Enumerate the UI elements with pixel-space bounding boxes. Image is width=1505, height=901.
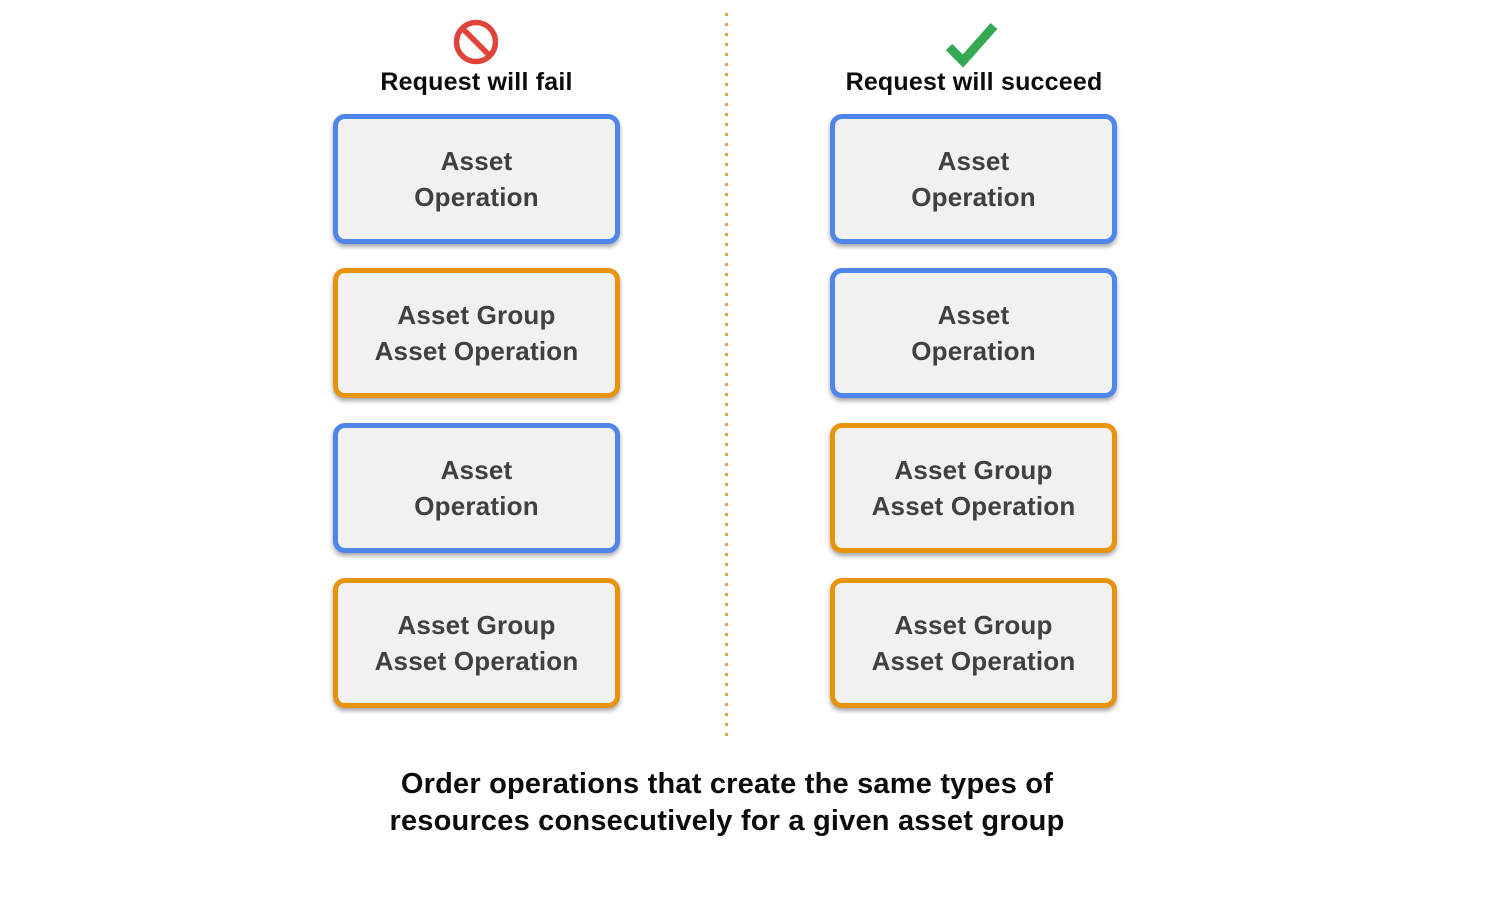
check-icon: [942, 20, 1000, 68]
succeed-box-asset-group-asset-operation-2: Asset Group Asset Operation: [830, 578, 1117, 708]
fail-box-asset-operation-1: Asset Operation: [333, 114, 620, 244]
box-label: Asset Group Asset Operation: [374, 610, 579, 676]
fail-box-asset-group-asset-operation-2: Asset Group Asset Operation: [333, 578, 620, 708]
dotted-column-divider: [725, 13, 728, 743]
diagram-caption: Order operations that create the same ty…: [389, 768, 1065, 837]
succeed-box-asset-group-asset-operation-1: Asset Group Asset Operation: [830, 423, 1117, 553]
box-label: Asset Group Asset Operation: [871, 455, 1076, 521]
prohibition-icon: [452, 18, 500, 66]
box-label: Asset Group Asset Operation: [374, 300, 579, 366]
box-label: Asset Operation: [414, 455, 539, 521]
box-label: Asset Operation: [911, 146, 1036, 212]
fail-box-asset-operation-2: Asset Operation: [333, 423, 620, 553]
box-label: Asset Group Asset Operation: [871, 610, 1076, 676]
fail-box-asset-group-asset-operation-1: Asset Group Asset Operation: [333, 268, 620, 398]
succeed-box-asset-operation-2: Asset Operation: [830, 268, 1117, 398]
box-label: Asset Operation: [414, 146, 539, 212]
succeed-box-asset-operation-1: Asset Operation: [830, 114, 1117, 244]
fail-column-heading: Request will fail: [380, 68, 573, 96]
box-label: Asset Operation: [911, 300, 1036, 366]
succeed-column-heading: Request will succeed: [845, 68, 1103, 96]
